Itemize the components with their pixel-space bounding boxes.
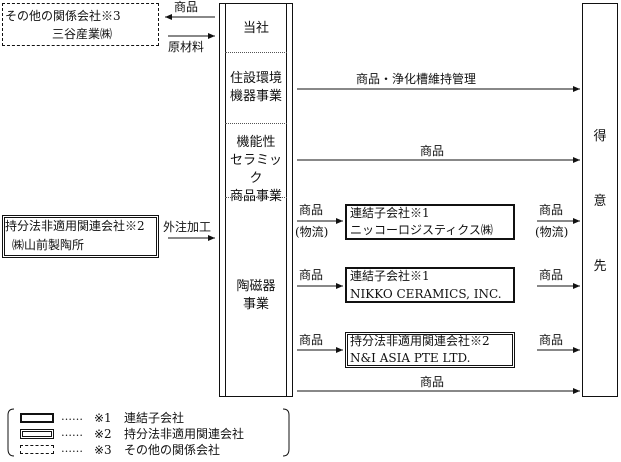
affiliate-ni-asia-company: N&I ASIA PTE LTD. <box>350 351 471 365</box>
flow-sub1-in-label-1: 商品 <box>299 203 324 217</box>
legend-bracket-left <box>7 408 15 457</box>
legend-mark-2: ※2 <box>94 427 112 441</box>
other-affiliate-name: その他の関係会社※3 <box>5 9 121 23</box>
customer-label-3: 先 <box>593 259 607 274</box>
flow-bottom-label: 商品 <box>420 375 445 389</box>
flow-seg2-label: 商品 <box>420 144 445 158</box>
equity-affiliate-company: ㈱山前製陶所 <box>12 238 85 252</box>
subsidiary-logistics-type: 連結子会社※1 <box>350 206 430 220</box>
legend-swatch-equity <box>20 429 54 439</box>
segment-ceramics: 機能性 セラミック 商品事業 <box>225 134 287 206</box>
other-affiliate-box <box>2 3 159 46</box>
affiliate-ni-asia-box <box>345 332 515 368</box>
divider-3 <box>225 197 287 198</box>
divider-1 <box>225 52 287 53</box>
flow-seg1-label: 商品・浄化槽維持管理 <box>356 72 477 86</box>
legend-swatch-other <box>20 445 54 454</box>
customer-label-2: 意 <box>593 194 607 209</box>
arrow-goods-label: 商品 <box>174 0 199 14</box>
subsidiary-logistics-box <box>345 204 515 240</box>
divider-2 <box>225 123 287 124</box>
flow-sub1-in-label-2: (物流) <box>295 225 329 239</box>
flow-sub3-in-label: 商品 <box>299 333 324 347</box>
subsidiary-logistics-company: ニッコーロジスティクス㈱ <box>350 223 493 237</box>
segment-housing-line1: 住設環境 <box>229 71 282 86</box>
subsidiary-nikko-ceramics-box <box>345 267 515 303</box>
company-inner <box>225 3 287 397</box>
customer-label-1: 得 <box>593 129 607 144</box>
outsourcing-label: 外注加工 <box>163 220 212 234</box>
legend-label-3: その他の関係会社 <box>124 443 221 457</box>
segment-ceramics-line2: セラミック <box>229 153 282 186</box>
segment-tableware-line1: 陶磁器 <box>236 279 276 294</box>
legend-label-1: 連結子会社 <box>124 411 185 425</box>
subsidiary-nikko-ceramics-company: NIKKO CERAMICS, INC. <box>350 287 502 301</box>
legend-mark-1: ※1 <box>94 411 112 425</box>
segment-housing-line2: 機器事業 <box>229 89 282 104</box>
legend-bracket-right <box>282 408 290 457</box>
arrow-materials-label: 原材料 <box>168 40 205 54</box>
segment-tableware: 陶磁器 事業 <box>225 278 287 314</box>
segment-housing: 住設環境 機器事業 <box>225 70 287 106</box>
legend-dots-1: …… <box>61 410 83 423</box>
flow-sub2-out-label: 商品 <box>539 268 564 282</box>
company-title: 当社 <box>242 21 269 36</box>
legend-mark-3: ※3 <box>94 443 112 457</box>
legend-dots-2: …… <box>61 426 83 439</box>
legend-swatch-consolidated <box>20 413 54 423</box>
segment-tableware-line2: 事業 <box>242 297 269 312</box>
subsidiary-nikko-ceramics-type: 連結子会社※1 <box>350 269 430 283</box>
equity-affiliate-name: 持分法非適用関連会社※2 <box>5 219 145 233</box>
equity-affiliate-box <box>2 215 159 258</box>
legend-dots-3: …… <box>61 442 83 455</box>
affiliate-ni-asia-type: 持分法非適用関連会社※2 <box>350 334 490 348</box>
segment-ceramics-line1: 機能性 <box>236 135 276 150</box>
flow-sub3-out-label: 商品 <box>539 333 564 347</box>
segment-ceramics-line3: 商品事業 <box>229 189 282 204</box>
customer-box <box>582 3 618 397</box>
flow-sub1-out-label-2: (物流) <box>535 225 569 239</box>
legend-label-2: 持分法非適用関連会社 <box>124 427 245 441</box>
flow-sub2-in-label: 商品 <box>299 268 324 282</box>
other-affiliate-company: 三谷産業㈱ <box>52 27 113 41</box>
flow-sub1-out-label-1: 商品 <box>539 203 564 217</box>
